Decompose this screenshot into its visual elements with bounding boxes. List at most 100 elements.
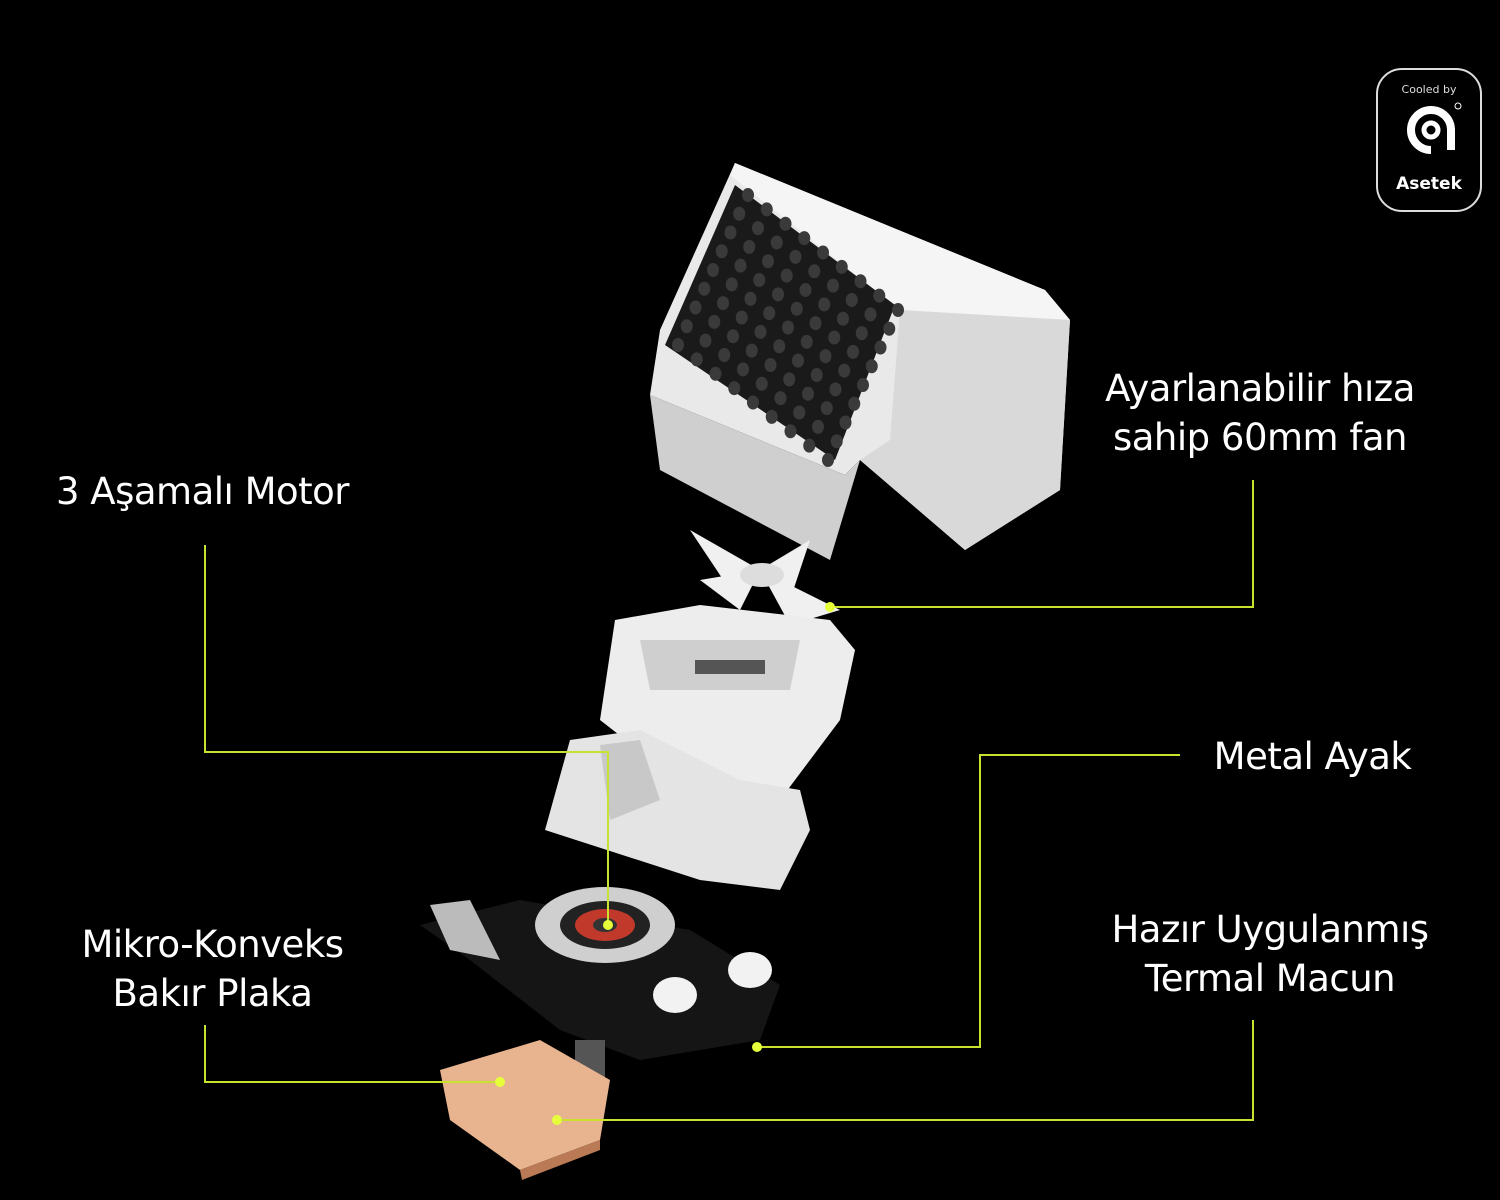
- pump-block: [420, 887, 780, 1080]
- grille-hole: [779, 216, 792, 231]
- motor-callout-line: [204, 545, 609, 925]
- thermal-paste-dot: [552, 1115, 562, 1125]
- grille-hole: [822, 453, 834, 467]
- thermal-paste-callout-label: Hazır Uygulanmış Termal Macun: [1080, 905, 1460, 1003]
- grille-hole: [857, 378, 869, 392]
- grille-hole: [810, 368, 823, 382]
- grille-hole: [783, 372, 796, 387]
- grille-hole: [830, 434, 843, 449]
- grille-hole: [709, 366, 722, 381]
- grille-hole: [799, 283, 812, 297]
- grille-hole: [818, 297, 831, 312]
- grille-hole: [699, 333, 712, 348]
- grille-hole: [764, 358, 777, 372]
- grille-hole: [847, 344, 859, 359]
- grille-hole: [680, 319, 693, 334]
- grille-hole: [784, 424, 797, 439]
- grille-hole: [735, 310, 748, 325]
- fan-label-line2: sahip 60mm fan: [1112, 416, 1408, 459]
- grille-hole: [715, 244, 728, 259]
- grille-hole: [812, 419, 824, 434]
- grille-hole: [718, 348, 731, 362]
- grille-hole: [865, 359, 878, 374]
- badge-asetek: Asetek: [1396, 174, 1462, 194]
- metal-foot-callout-line: [757, 754, 1180, 1048]
- grille-hole: [690, 352, 703, 367]
- fan-dot: [825, 602, 835, 612]
- grille-hole: [780, 268, 793, 283]
- grille-hole: [765, 409, 778, 424]
- grille-hole: [752, 221, 764, 236]
- grille-hole: [707, 263, 719, 277]
- callout-lines: [204, 480, 1254, 1121]
- grille-hole: [829, 382, 842, 397]
- grille-hole: [724, 225, 737, 240]
- grille-hole: [892, 303, 904, 317]
- grille-hole: [734, 258, 747, 273]
- grille-hole: [708, 314, 721, 329]
- copper-plate-dot: [495, 1077, 505, 1087]
- grille-hole: [819, 349, 832, 364]
- grille-hole: [798, 231, 811, 246]
- thermal-paste-callout-line: [557, 1020, 1254, 1121]
- grille-hole: [744, 291, 757, 306]
- grille-hole: [835, 259, 848, 274]
- copper-plate-callout-label: Mikro-Konveks Bakır Plaka: [45, 920, 380, 1018]
- grille-hole: [854, 274, 867, 289]
- metal-foot-dot: [752, 1042, 762, 1052]
- grille-hole: [808, 264, 821, 279]
- asetek-logo-icon: [1407, 102, 1462, 154]
- grille-hole: [848, 396, 861, 411]
- grille-hole: [737, 362, 749, 377]
- grille-hole: [733, 206, 746, 221]
- grille-hole: [672, 338, 684, 352]
- thermal-paste-label-line1: Hazır Uygulanmış: [1111, 908, 1429, 951]
- grille-hole: [755, 376, 768, 391]
- fan-callout-line: [830, 480, 1254, 608]
- copper-plate-label-line2: Bakır Plaka: [112, 972, 313, 1015]
- thermal-paste-label-line2: Termal Macun: [1144, 957, 1396, 1000]
- grille-hole: [864, 307, 877, 322]
- grille-hole: [827, 278, 839, 293]
- grille-hole: [760, 202, 773, 217]
- grille-hole: [763, 306, 776, 321]
- grille-hole: [762, 254, 774, 269]
- metal-foot-label: Metal Ayak: [1213, 735, 1412, 778]
- fan-impeller: [690, 530, 840, 625]
- fan-label-line1: Ayarlanabilir hıza: [1105, 367, 1415, 410]
- grille-hole: [743, 239, 756, 254]
- grille-hole: [817, 245, 829, 260]
- grille-hole: [874, 340, 887, 355]
- grille-hole: [742, 188, 754, 202]
- grille-hole: [745, 343, 758, 358]
- grille-hole: [770, 235, 783, 250]
- grille-hole: [792, 353, 804, 368]
- grille-hole: [837, 311, 849, 326]
- grille-hole: [717, 296, 729, 311]
- grille-hole: [855, 326, 868, 341]
- grille-hole: [800, 334, 813, 349]
- copper-plate: [440, 1040, 610, 1180]
- grille-hole: [883, 321, 896, 336]
- motor-housing: [545, 605, 855, 890]
- motor-dot: [603, 920, 613, 930]
- grille-hole: [774, 391, 787, 406]
- fan-callout-label: Ayarlanabilir hıza sahip 60mm fan: [1075, 364, 1445, 462]
- grille-hole: [728, 381, 741, 396]
- grille-hole: [793, 405, 806, 420]
- grille-hole: [698, 281, 711, 296]
- grille-hole: [820, 401, 833, 416]
- fan-grille-holes: [672, 188, 904, 467]
- grille-hole: [809, 316, 822, 331]
- copper-plate-callout-line: [204, 1025, 500, 1083]
- grille-hole: [773, 339, 786, 354]
- grille-hole: [802, 386, 814, 401]
- grille-hole: [727, 329, 739, 344]
- fan-shroud: [650, 163, 1070, 560]
- badge-cooled-by: Cooled by: [1401, 83, 1457, 96]
- grille-hole: [790, 301, 803, 316]
- grille-hole: [838, 363, 851, 378]
- grille-hole: [828, 330, 841, 345]
